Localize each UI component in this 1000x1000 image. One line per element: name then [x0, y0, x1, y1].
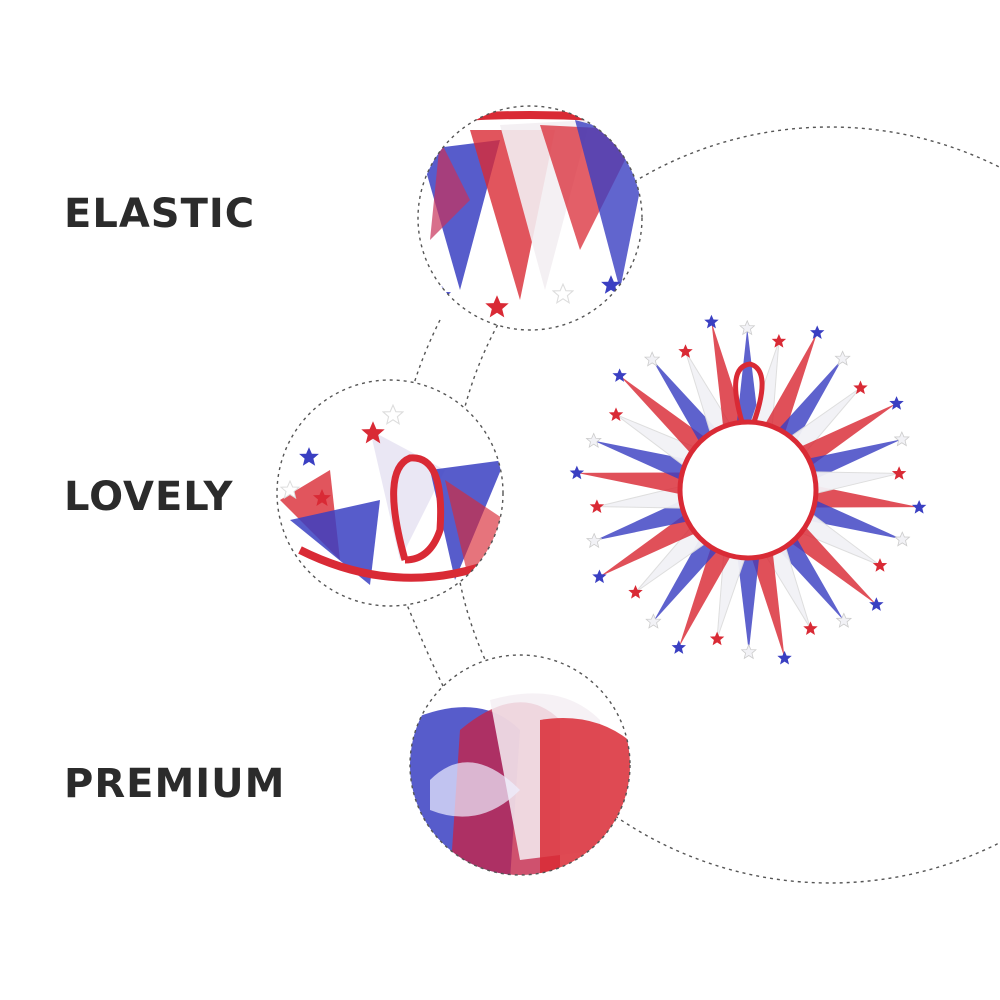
star-icon	[644, 351, 660, 367]
dashed-outline-circle	[451, 126, 1000, 884]
collar-product	[569, 314, 927, 665]
detail-circle-lovely	[277, 380, 503, 606]
star-icon	[592, 569, 607, 584]
star-icon	[741, 644, 757, 659]
star-icon	[836, 613, 852, 628]
detail-circle-elastic	[418, 106, 642, 330]
star-icon	[645, 613, 661, 629]
star-icon	[586, 533, 602, 548]
star-icon	[589, 499, 605, 514]
star-icon	[891, 466, 907, 480]
detail-circle-premium	[410, 655, 630, 875]
star-icon	[777, 650, 792, 665]
star-icon	[803, 621, 818, 635]
star-icon	[835, 350, 851, 366]
star-icon	[709, 631, 725, 646]
feature-label-lovely: LOVELY	[64, 474, 234, 520]
feature-label-premium: PREMIUM	[64, 761, 286, 807]
star-icon	[671, 640, 686, 654]
star-icon	[872, 558, 888, 572]
star-icon	[586, 433, 602, 448]
star-icon	[678, 344, 693, 358]
star-icon	[810, 325, 825, 339]
star-icon	[911, 499, 927, 514]
star-icon	[894, 431, 910, 447]
feature-label-elastic: ELASTIC	[64, 191, 256, 237]
star-icon	[704, 314, 719, 329]
star-icon	[569, 465, 585, 480]
star-icon	[894, 531, 910, 547]
star-icon	[889, 396, 904, 410]
